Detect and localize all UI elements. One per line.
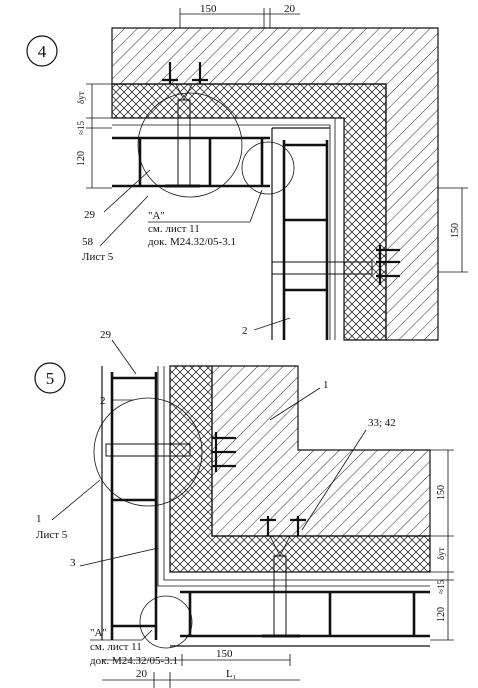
detail-4-number: 4 (38, 42, 47, 61)
detail-5-callout-1-ref: 1 (36, 513, 42, 525)
detail-4-number-marker: 4 (26, 35, 58, 67)
detail-4-dim-top-right: 20 (284, 3, 296, 15)
detail-4-vertical-frame (271, 127, 373, 340)
detail-4-concrete-wall (111, 27, 439, 341)
detail-4-dimensions: 150 20 δут ≈15 120 150 (76, 3, 468, 273)
detail-4: 4 (26, 3, 468, 341)
detail-5-anchors (212, 432, 306, 557)
detail-4-node-a-label: "А" (148, 210, 165, 222)
detail-4-anchors (162, 62, 400, 285)
detail-5-dim-insulation: δут (436, 547, 446, 560)
detail-4-callout-58-sheet: Лист 5 (82, 251, 114, 263)
detail-5-callouts: 29 2 1 33; 42 1 Лист 5 3 "А" см. лист 11… (36, 329, 396, 667)
detail-5-node-circle-large (93, 397, 203, 507)
detail-4-callout-2: 2 (242, 325, 248, 337)
detail-5-vertical-frame (101, 366, 191, 640)
detail-4-callout-58: 58 (82, 236, 94, 248)
detail-5-dim-bottom-2: 20 (136, 668, 148, 680)
detail-5-node-circle-small (139, 595, 193, 649)
detail-5-callout-1-sheet: Лист 5 (36, 529, 68, 541)
detail-5: 5 (34, 329, 454, 688)
detail-5-dim-right-top: 150 (436, 485, 447, 500)
detail-5-dim-frame: 120 (436, 607, 447, 622)
detail-4-callout-29: 29 (84, 209, 96, 221)
detail-4-dim-top-left: 150 (200, 3, 217, 15)
detail-5-number-marker: 5 (34, 362, 66, 394)
detail-5-number: 5 (46, 369, 55, 388)
detail-5-node-a-doc: док. М24.32/05-3.1 (90, 655, 178, 667)
detail-4-node-a-sheet: см. лист 11 (148, 223, 200, 235)
detail-5-dim-bottom-3: L₁ (226, 668, 237, 680)
detail-5-dim-bottom-1: 150 (216, 648, 233, 660)
detail-5-callout-33-42: 33; 42 (368, 417, 396, 429)
detail-4-dim-frame: 120 (76, 151, 87, 166)
detail-4-callouts: 29 58 Лист 5 "А" см. лист 11 док. М24.32… (82, 169, 291, 337)
detail-5-callout-2: 2 (100, 395, 106, 407)
detail-5-concrete-wall (211, 365, 431, 537)
detail-5-dim-gap: ≈15 (436, 580, 446, 594)
detail-4-dim-gap: ≈15 (76, 121, 86, 135)
detail-5-callout-1: 1 (323, 379, 329, 391)
detail-5-dimensions: 150 δут ≈15 120 150 20 L₁ (102, 449, 454, 688)
detail-4-node-circle-small (241, 141, 295, 195)
detail-5-node-a-sheet: см. лист 11 (90, 641, 142, 653)
detail-5-node-a-label: "А" (90, 627, 107, 639)
detail-4-dim-side: 150 (450, 223, 461, 238)
detail-4-node-a-doc: док. М24.32/05-3.1 (148, 236, 236, 248)
detail-4-node-circle-large (137, 92, 243, 198)
detail-4-dim-insulation: δут (76, 91, 86, 104)
detail-5-callout-3: 3 (70, 557, 76, 569)
detail-5-callout-29: 29 (100, 329, 112, 341)
